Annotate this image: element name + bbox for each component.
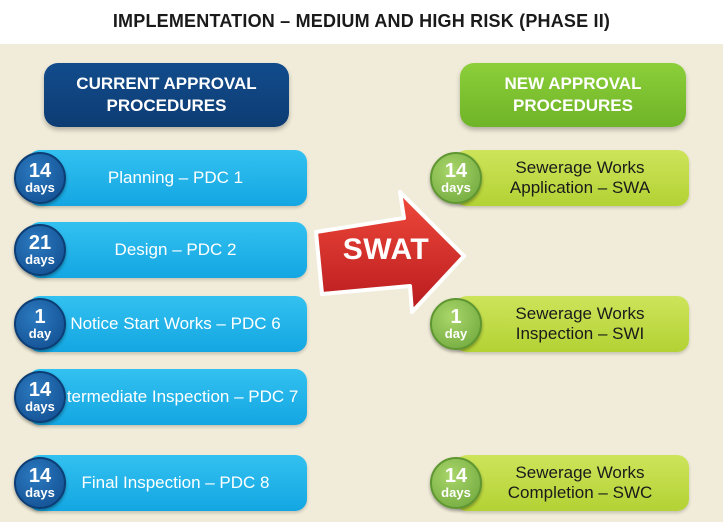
badge-number: 14	[444, 160, 468, 182]
badge-unit: days	[441, 180, 471, 195]
current-step-notice-start-works-label: Notice Start Works – PDC 6	[70, 314, 281, 333]
badge-unit: days	[25, 399, 55, 414]
badge-number: 14	[444, 465, 468, 487]
badge-number: 1	[450, 306, 462, 328]
badge-unit: days	[441, 485, 471, 500]
arrow-icon	[314, 190, 466, 314]
current-step-design: Design – PDC 2	[28, 222, 307, 278]
current-step-final-inspection-duration-badge: 14 days	[14, 457, 66, 509]
badge-number: 1	[34, 306, 46, 328]
new-step-inspection: Sewerage Works Inspection – SWI	[455, 296, 689, 352]
current-step-intermediate-inspection: Intermediate Inspection – PDC 7	[28, 369, 307, 425]
new-step-completion-duration-badge: 14 days	[430, 457, 482, 509]
current-step-design-duration-badge: 21 days	[14, 224, 66, 276]
current-step-notice-start-works-duration-badge: 1 day	[14, 298, 66, 350]
new-step-inspection-label: Sewerage Works Inspection – SWI	[515, 304, 645, 343]
badge-unit: days	[25, 252, 55, 267]
current-step-planning: Planning – PDC 1	[28, 150, 307, 206]
badge-number: 14	[28, 465, 52, 487]
new-step-application-label: Sewerage Works Application – SWA	[509, 158, 651, 197]
new-step-application: Sewerage Works Application – SWA	[455, 150, 689, 206]
new-step-inspection-duration-badge: 1 day	[430, 298, 482, 350]
current-step-notice-start-works: Notice Start Works – PDC 6	[28, 296, 307, 352]
badge-number: 14	[28, 379, 52, 401]
new-step-application-duration-badge: 14 days	[430, 152, 482, 204]
current-procedures-header: CURRENT APPROVAL PROCEDURES	[44, 63, 289, 127]
page-title: IMPLEMENTATION – MEDIUM AND HIGH RISK (P…	[0, 0, 723, 42]
new-step-completion-label: Sewerage Works Completion – SWC	[507, 463, 653, 502]
current-step-intermediate-inspection-label: Intermediate Inspection – PDC 7	[52, 387, 299, 406]
new-step-completion: Sewerage Works Completion – SWC	[455, 455, 689, 511]
badge-unit: day	[28, 326, 52, 341]
current-step-planning-duration-badge: 14 days	[14, 152, 66, 204]
badge-unit: day	[444, 326, 468, 341]
current-step-intermediate-inspection-duration-badge: 14 days	[14, 371, 66, 423]
badge-unit: days	[25, 180, 55, 195]
badge-number: 21	[28, 232, 52, 254]
current-step-final-inspection-label: Final Inspection – PDC 8	[81, 473, 270, 492]
badge-unit: days	[25, 485, 55, 500]
current-step-final-inspection: Final Inspection – PDC 8	[28, 455, 307, 511]
badge-number: 14	[28, 160, 52, 182]
new-procedures-header: NEW APPROVAL PROCEDURES	[460, 63, 686, 127]
swat-arrow: SWAT	[308, 188, 470, 328]
swat-label: SWAT	[342, 233, 430, 266]
